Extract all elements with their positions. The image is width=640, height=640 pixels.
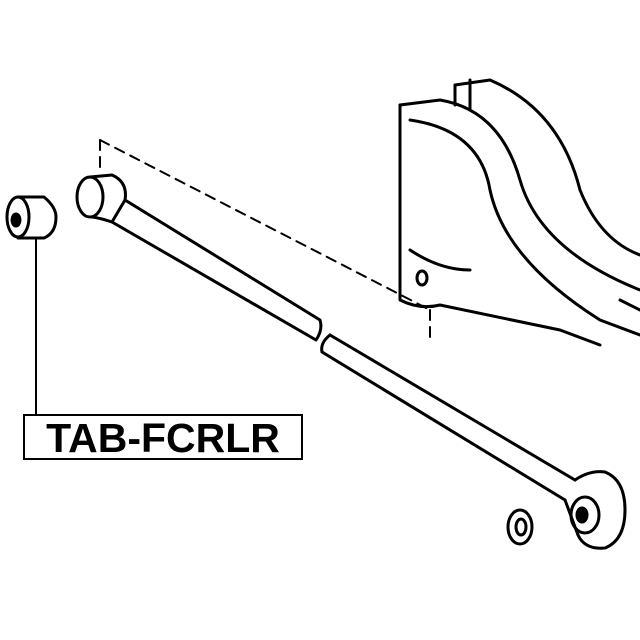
control-arm-lower	[320, 333, 627, 550]
control-arm-upper	[75, 173, 323, 342]
dashed-guide	[99, 139, 431, 341]
vehicle-body-structure	[398, 78, 640, 347]
part-number-label: TAB-FCRLR	[23, 414, 303, 460]
washer-illustration	[506, 508, 534, 546]
bushing-part-illustration	[5, 195, 58, 240]
